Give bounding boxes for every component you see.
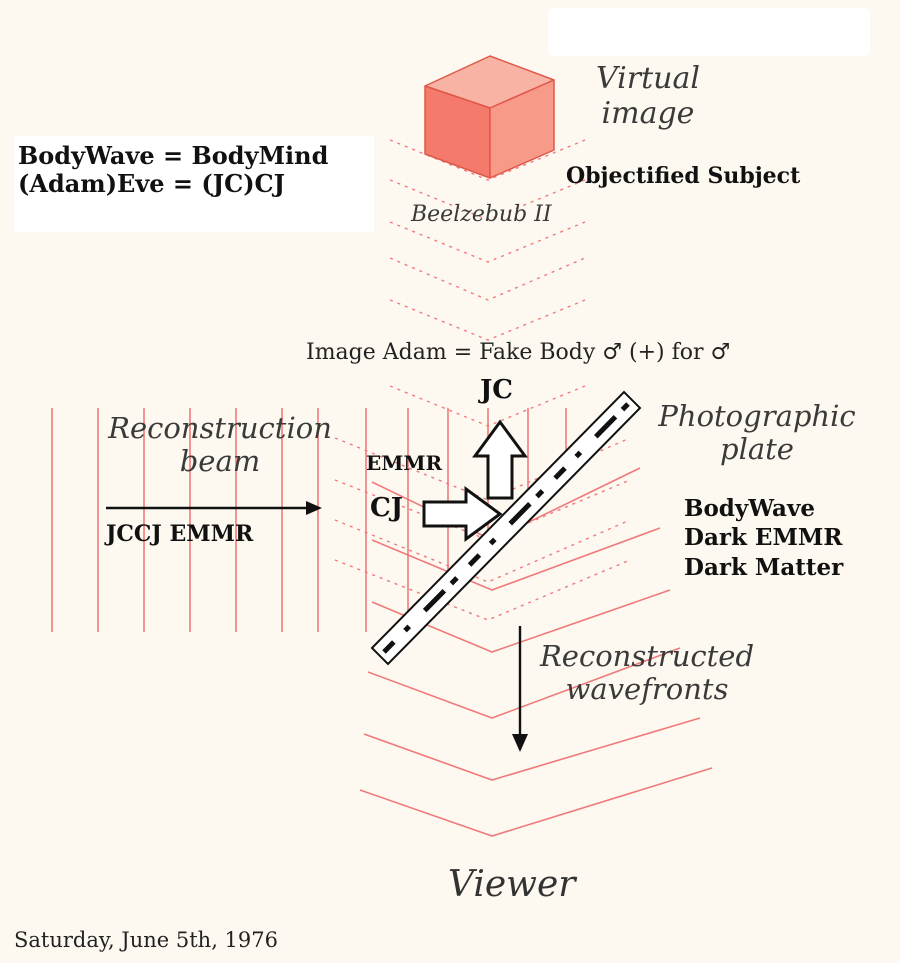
image-adam-label: Image Adam = Fake Body ♂ (+) for ♂ — [306, 340, 731, 365]
beelzebub-label: Beelzebub II — [411, 202, 552, 227]
dark-list-item-2: Dark EMMR — [684, 524, 843, 552]
virtual-image-cube — [424, 55, 555, 179]
equation-line-1: BodyWave = BodyMind — [18, 141, 329, 170]
reconstructed-wavefronts-arrow — [512, 626, 528, 752]
cj-label: CJ — [370, 493, 403, 523]
photographic-plate-line-2: plate — [720, 432, 794, 467]
objectified-subject-label: Objectified Subject — [566, 163, 801, 189]
reconstructed-wavefronts-line-2: wavefronts — [565, 672, 729, 707]
emmr-label: EMMR — [366, 451, 443, 475]
cj-right-arrow — [422, 486, 503, 542]
equations-label: BodyWave = BodyMind (Adam)Eve = (JC)CJ — [18, 142, 328, 197]
jc-label: JC — [480, 375, 513, 405]
dark-list-item-1: BodyWave — [684, 495, 815, 522]
top-right-white-patch — [548, 8, 870, 56]
reconstructed-wavefronts-label: Reconstructed wavefronts — [532, 639, 762, 707]
photographic-plate — [370, 390, 642, 666]
photographic-plate-line-1: Photographic — [658, 399, 856, 433]
date-label: Saturday, June 5th, 1976 — [14, 928, 278, 952]
equation-line-2: (Adam)Eve = (JC)CJ — [18, 168, 286, 198]
virtual-wavefronts — [334, 139, 631, 621]
virtual-image-label: Virtual image — [588, 61, 708, 131]
reconstruction-beam-line-1: Reconstruction — [108, 411, 332, 445]
reconstructed-wavefronts-line-1: Reconstructed — [539, 639, 755, 673]
jc-up-arrow — [472, 419, 528, 500]
reconstruction-beam-label: Reconstruction beam — [100, 411, 340, 479]
jccj-emmr-label: JCCJ EMMR — [106, 521, 254, 547]
dark-list-item-3: Dark Matter — [684, 553, 844, 581]
virtual-image-line-2: image — [601, 95, 695, 131]
reconstruction-beam-line-2: beam — [179, 444, 261, 479]
viewer-label: Viewer — [448, 864, 576, 905]
virtual-image-line-1: Virtual — [596, 61, 700, 96]
photographic-plate-label: Photographic plate — [652, 399, 862, 467]
dark-list-label: BodyWave Dark EMMR Dark Matter — [684, 494, 843, 582]
reconstruction-beam-arrow — [106, 501, 322, 515]
equation-box — [14, 136, 374, 232]
